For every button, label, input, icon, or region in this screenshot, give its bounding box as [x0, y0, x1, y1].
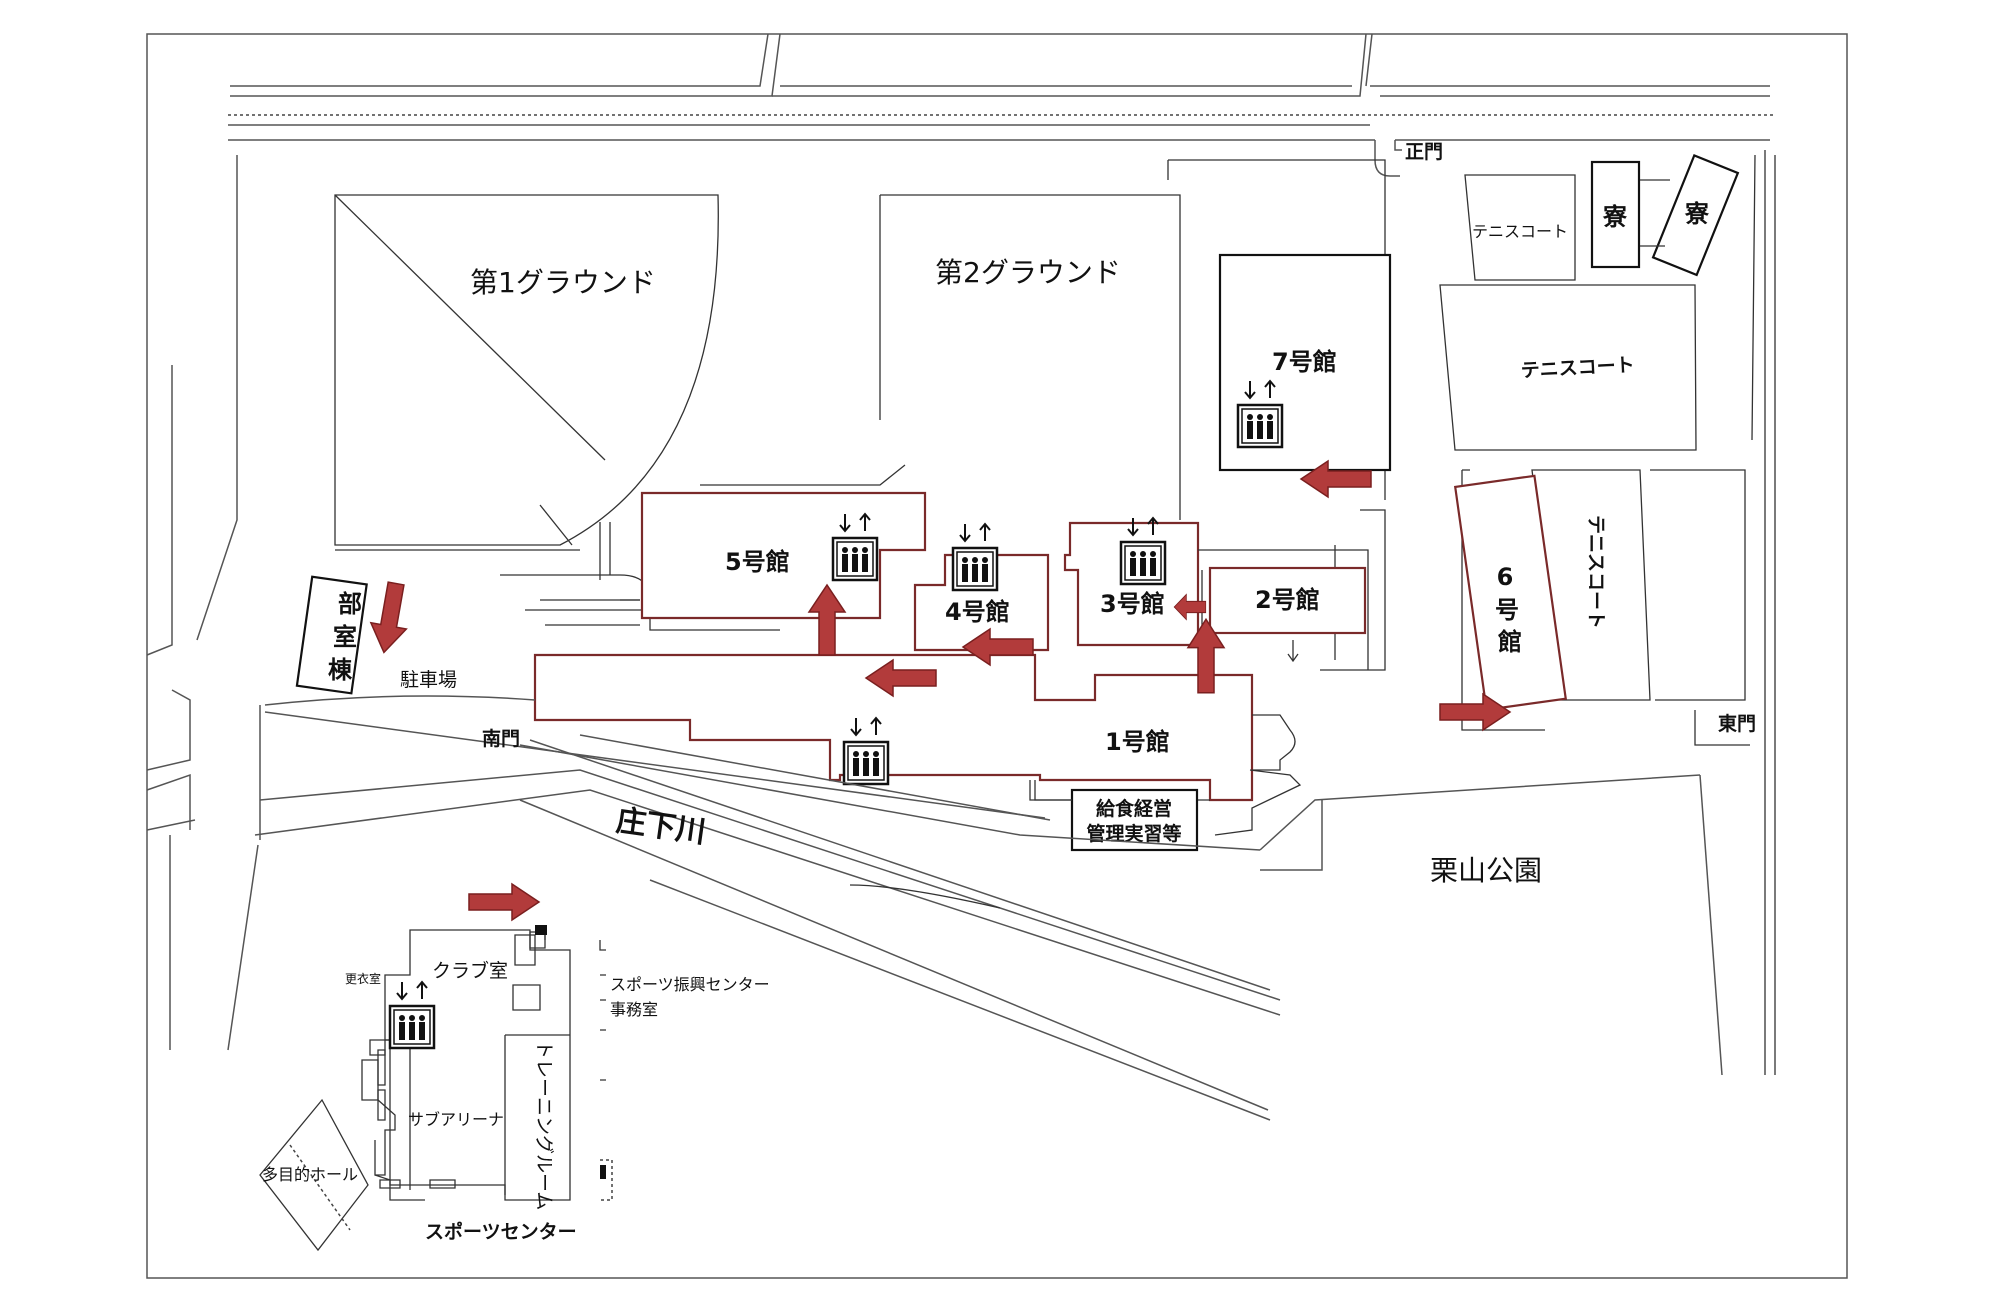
building-1: 1号館	[533, 653, 1302, 836]
club-building-label-3: 棟	[328, 656, 353, 684]
food-service-building: 給食経営 管理実習等	[1034, 780, 1199, 852]
club-building: 部 室 棟	[295, 575, 368, 695]
top-roads	[228, 33, 1775, 177]
locker-room-label: 更衣室	[345, 971, 381, 986]
entrance-arrow-icon	[468, 883, 540, 921]
building-2: 2号館	[1198, 549, 1369, 670]
ground-2: 第2グラウンド	[879, 194, 1181, 520]
entrance-arrow-icon	[365, 579, 415, 657]
club-building-label-2: 室	[333, 623, 357, 651]
building-3: 3号館	[1063, 516, 1200, 647]
building-2-label: 2号館	[1255, 586, 1320, 614]
building-4-label: 4号館	[945, 598, 1010, 626]
river-label: 庄下川	[614, 803, 708, 850]
dormitory-label-2: 寮	[1684, 200, 1710, 228]
park-label: 栗山公園	[1430, 854, 1542, 887]
club-building-label-1: 部	[338, 590, 362, 618]
tennis-court-label-3: テニスコート	[1585, 515, 1607, 629]
club-room-label: クラブ室	[432, 959, 508, 982]
office-label: 事務室	[610, 1000, 658, 1019]
main-gate-label: 正門	[1405, 141, 1443, 163]
training-room-label: トレーニングルーム	[533, 1040, 555, 1210]
building-1-label: 1号館	[1105, 728, 1170, 756]
building-6-label-2: 号	[1495, 596, 1519, 624]
right-area: テニスコート テニスコート 寮 寮 6 号 館 テニスコート	[1439, 150, 1776, 1075]
sports-center-label: スポーツセンター	[425, 1220, 577, 1243]
building-7: 7号館	[1218, 253, 1392, 472]
building-5-label: 5号館	[725, 548, 790, 576]
building-6-label-1: 6	[1497, 563, 1514, 591]
south-gate-label: 南門	[482, 728, 520, 750]
building-5: 5号館	[640, 491, 927, 620]
building-7-label: 7号館	[1272, 348, 1337, 376]
east-gate-label: 東門	[1718, 712, 1756, 735]
building-4: 4号館	[913, 522, 1050, 652]
south-roads	[254, 695, 1723, 1121]
sub-arena-label: サブアリーナ	[408, 1110, 504, 1129]
elevator-icon	[388, 980, 436, 1050]
tennis-court-label-1: テニスコート	[1472, 222, 1568, 241]
elevator-icon	[951, 522, 999, 592]
dormitory-label-1: 寮	[1602, 203, 1628, 231]
food-service-label-1: 給食経営	[1096, 797, 1172, 820]
ground-1-label: 第1グラウンド	[470, 266, 656, 299]
building-3-label: 3号館	[1100, 590, 1165, 618]
ground-2-label: 第2グラウンド	[935, 256, 1121, 289]
tennis-court-label-2: テニスコート	[1520, 354, 1635, 382]
sports-center: クラブ室 更衣室 スポーツ振興センター 事務室 トレーニングルーム サブアリーナ…	[259, 925, 770, 1252]
sports-promotion-center-label: スポーツ振興センター	[610, 975, 770, 994]
multipurpose-hall-label: 多目的ホール	[262, 1165, 358, 1184]
parking-label: 駐車場	[400, 669, 457, 691]
food-service-label-2: 管理実習等	[1086, 822, 1181, 845]
map-frame	[146, 33, 1848, 1279]
building-6-label-3: 館	[1498, 628, 1522, 656]
ground-1: 第1グラウンド	[334, 194, 719, 546]
left-roads	[146, 155, 261, 1051]
